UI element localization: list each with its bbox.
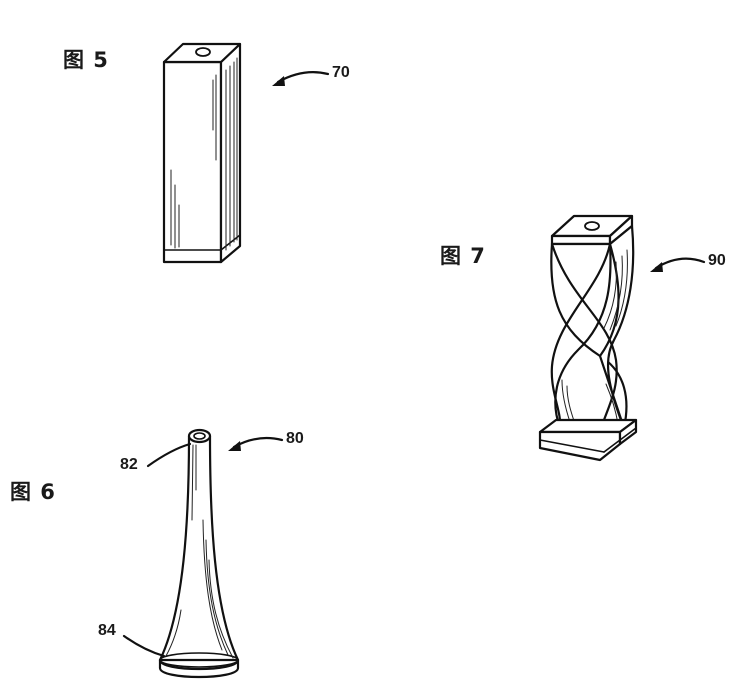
ref-70-arrowhead — [272, 76, 285, 86]
ref-80-arrowhead — [228, 441, 241, 451]
post-base-rim — [159, 652, 239, 668]
figure-7-twisted-post — [538, 214, 706, 462]
figure-6-tapered-post — [122, 428, 284, 679]
twist-spiral-edge-2 — [550, 242, 612, 430]
post-top-rim — [187, 428, 212, 444]
block-shading — [170, 57, 238, 251]
ref-numeral-84: 84 — [98, 622, 116, 639]
ref-numeral-70: 70 — [332, 64, 350, 81]
ref-84-leader — [122, 634, 166, 658]
twist-base-front — [538, 430, 622, 462]
block-top-face — [162, 42, 242, 64]
block-front-face — [162, 60, 223, 264]
post-body — [158, 434, 240, 662]
ref-numeral-82: 82 — [120, 456, 138, 473]
ref-numeral-90: 90 — [708, 252, 726, 269]
twist-top-front — [550, 234, 612, 246]
ref-80-leader — [232, 436, 284, 449]
ref-90-leader — [654, 257, 706, 270]
figure-6-label: 图 6 — [10, 480, 56, 504]
ref-numeral-80: 80 — [286, 430, 304, 447]
block-top-hole — [195, 47, 211, 57]
twist-base-edge — [539, 439, 605, 453]
twist-top-hole — [584, 221, 600, 231]
post-shading — [165, 444, 234, 659]
figure-7-label: 图 7 — [440, 244, 486, 268]
twist-body-side — [598, 224, 635, 430]
post-base — [158, 658, 240, 679]
ref-70-leader — [276, 71, 330, 84]
post-top-hole — [193, 432, 206, 440]
ref-90-arrowhead — [650, 262, 663, 272]
ref-82-leader — [146, 442, 192, 468]
figure-5-label: 图 5 — [63, 48, 109, 72]
twist-base-edge-side — [603, 427, 637, 453]
twist-spiral-edge-1 — [550, 242, 618, 434]
figure-5-rectangular-block — [162, 42, 330, 264]
